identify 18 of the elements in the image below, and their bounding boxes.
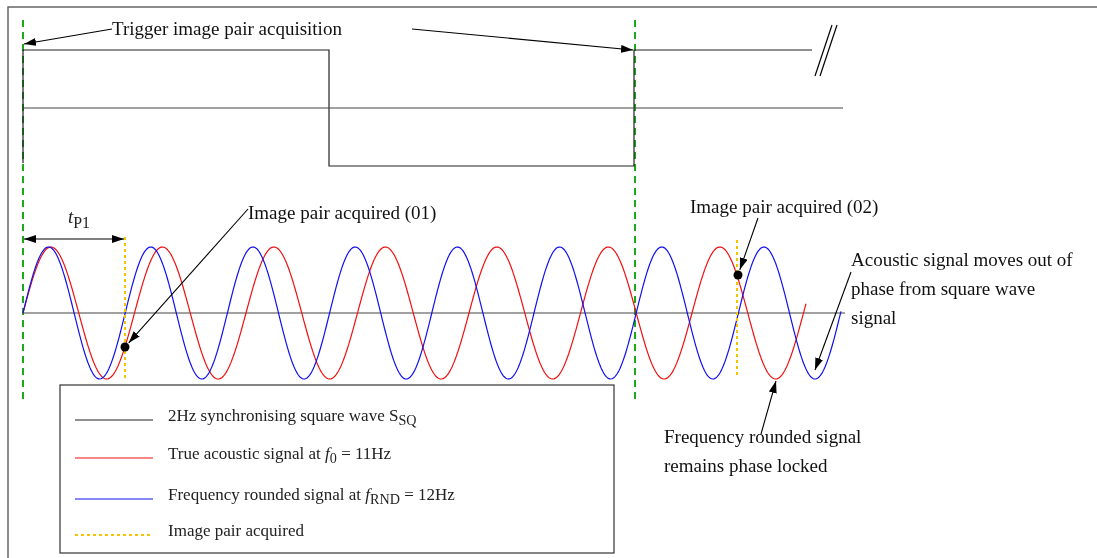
legend-text: Image pair acquired: [168, 521, 304, 541]
callout-text: Frequency rounded signal remains phase locked: [664, 425, 863, 478]
callout-text: Trigger image pair acquisition: [112, 17, 343, 41]
leader-arrow: [760, 380, 777, 435]
leader-arrow: [814, 271, 852, 371]
leader-arrow: [23, 28, 113, 46]
legend-text: True acoustic signal at f$_{0}$ = 11Hz: [168, 444, 392, 468]
leader-arrow: [739, 217, 759, 271]
dimension-label: t$_{P1}$: [68, 206, 90, 232]
legend-text: 2Hz synchronising square wave S$_{SQ}$: [168, 406, 417, 430]
callout-text: Image pair acquired (01): [248, 201, 438, 225]
sample-point-dot: [120, 342, 130, 352]
legend-text: Frequency rounded signal at f$_{RND}$ = 12Hz: [168, 485, 455, 509]
callout-text: Acoustic signal moves out of phase from square wave signal: [851, 248, 1074, 330]
callout-text: Image pair acquired (02): [690, 195, 880, 219]
sample-point-dot: [733, 270, 743, 280]
leader-arrow: [128, 208, 249, 344]
leader-arrow: [411, 28, 634, 53]
